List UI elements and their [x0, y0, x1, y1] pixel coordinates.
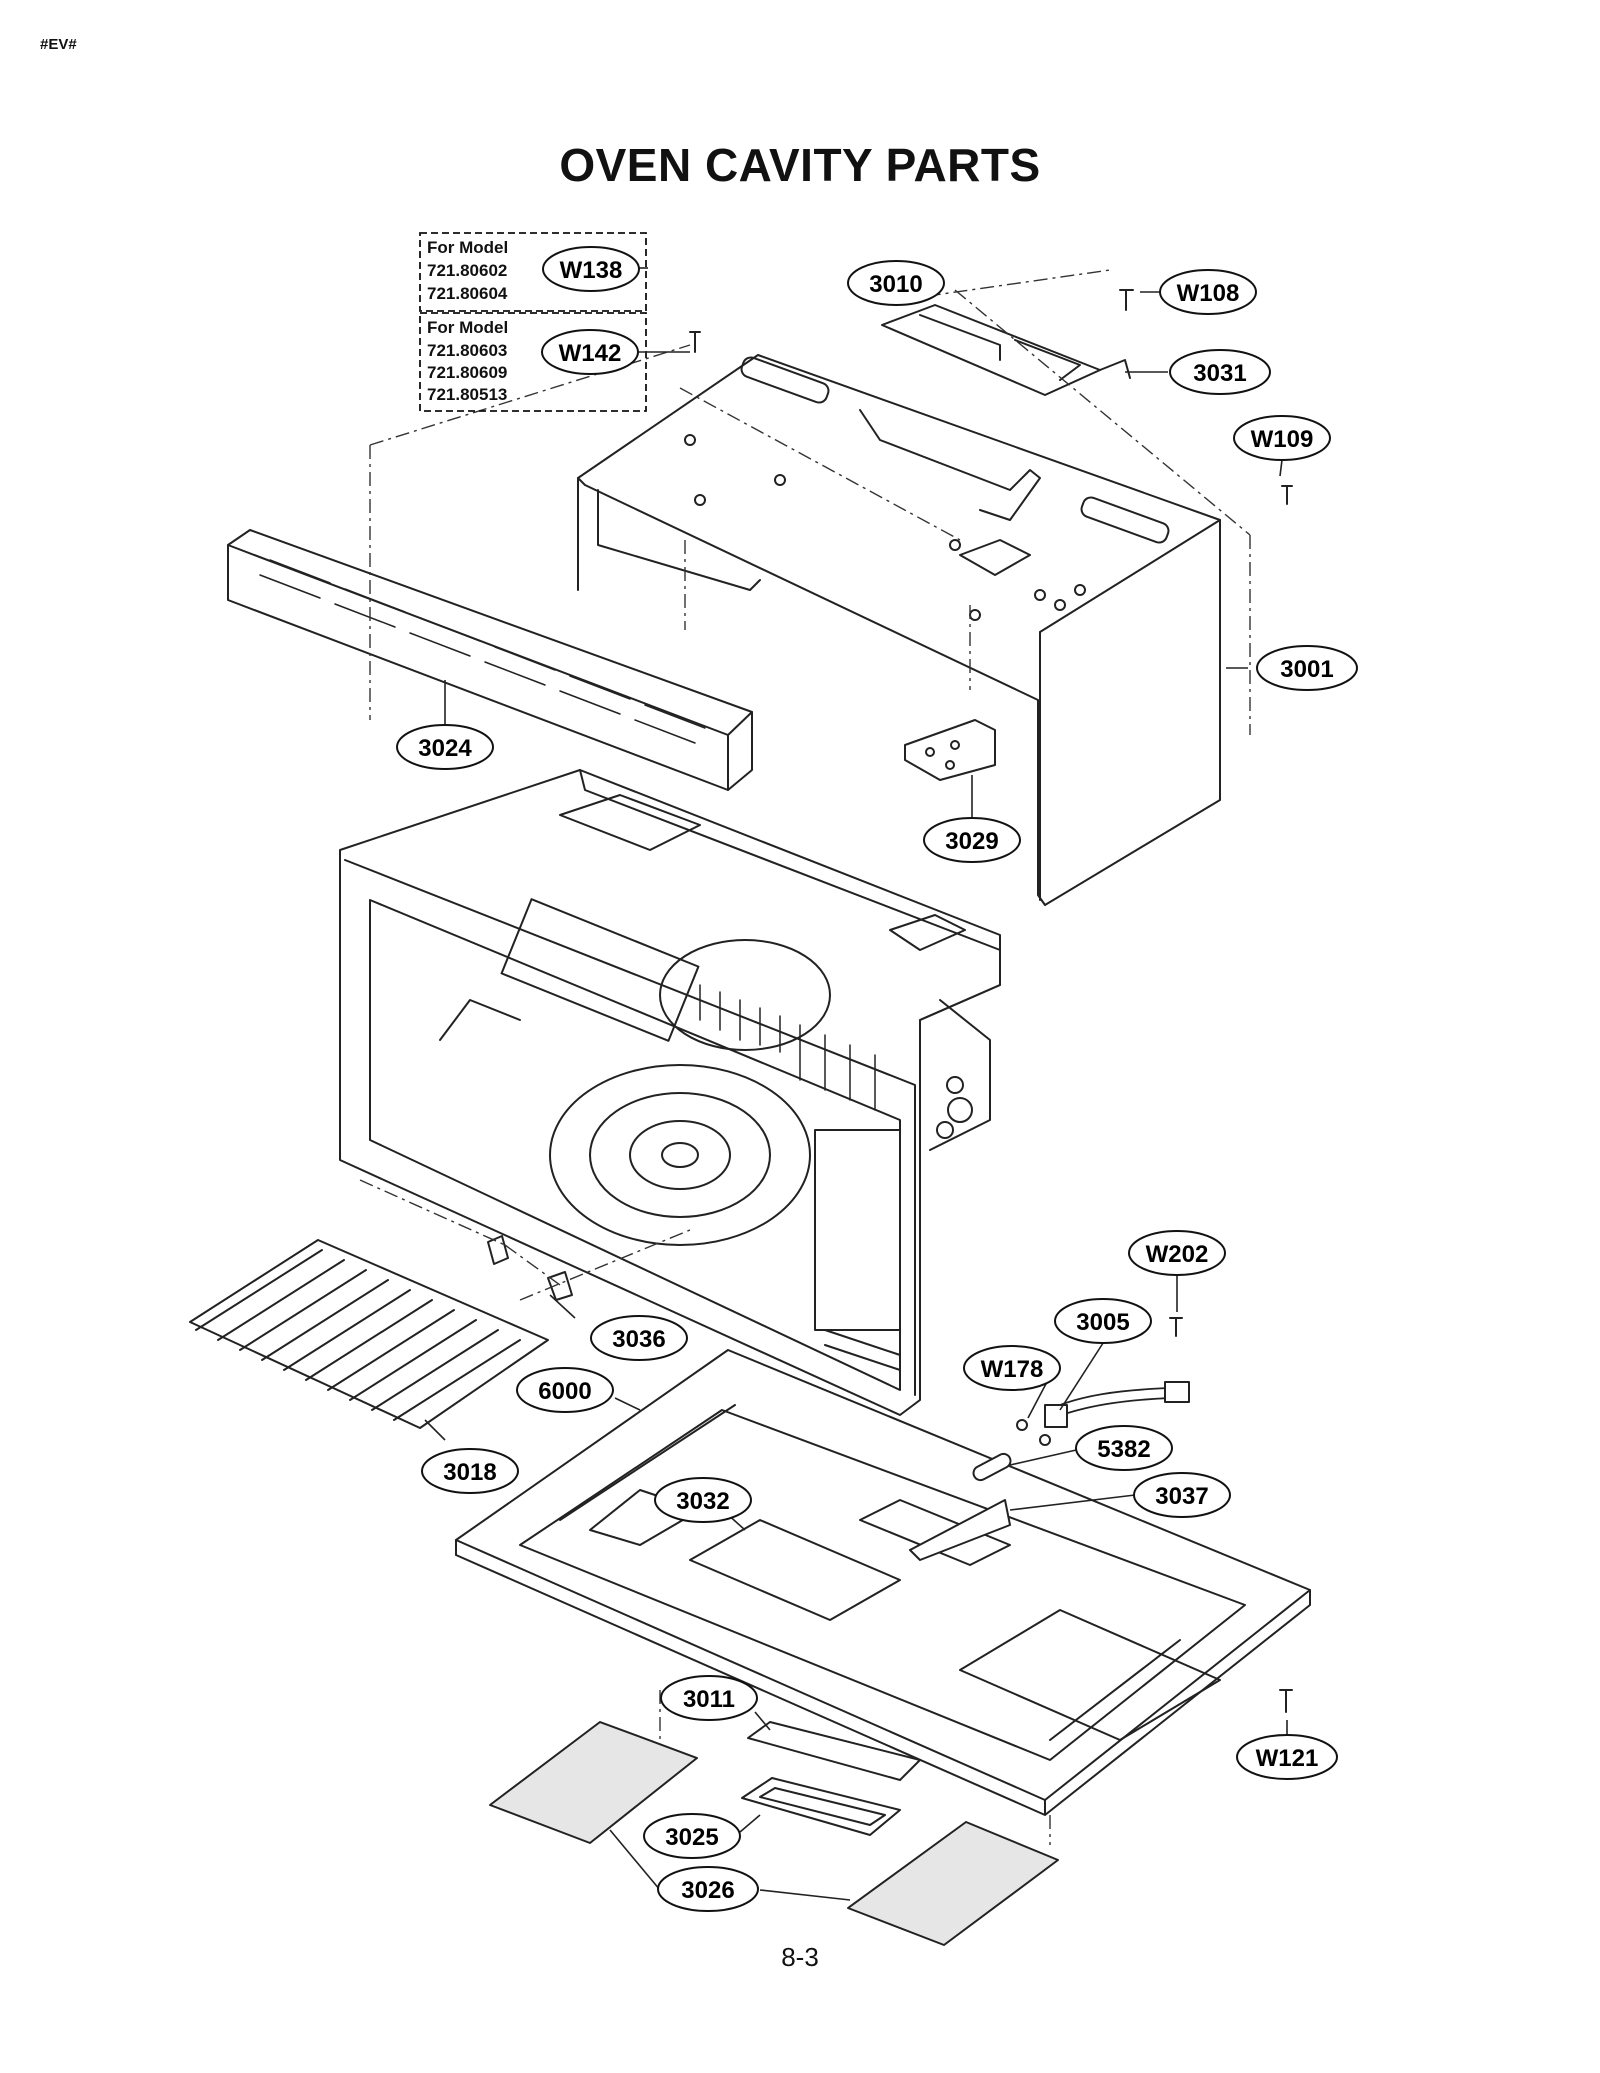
callout-5382: 5382: [1075, 1425, 1173, 1471]
callout-3029: 3029: [923, 817, 1021, 863]
callout-w121: W121: [1236, 1734, 1338, 1780]
outer-case-drawing: [577, 354, 1221, 906]
callout-3032: 3032: [654, 1477, 752, 1523]
callout-3005: 3005: [1054, 1298, 1152, 1344]
wire-harness-drawing: [1044, 1381, 1190, 1428]
callout-3010: 3010: [847, 260, 945, 306]
svg-text:3026: 3026: [681, 1877, 734, 1904]
svg-text:3036: 3036: [612, 1326, 665, 1353]
callout-6000: 6000: [516, 1367, 614, 1413]
callout-w178: W178: [963, 1345, 1061, 1391]
callout-w202: W202: [1128, 1230, 1226, 1276]
callout-3011: 3011: [660, 1675, 758, 1721]
svg-text:3001: 3001: [1280, 656, 1333, 683]
note-1-heading: For Model: [427, 238, 508, 257]
note-1-model-1: 721.80602: [427, 261, 507, 280]
leader-lines: [424, 267, 1288, 1901]
bracket-3010-drawing: [881, 304, 1131, 396]
vent-grille-drawing: [227, 529, 753, 791]
bracket-3029-drawing: [904, 719, 996, 781]
page-number: 8-3: [781, 1942, 819, 1972]
svg-text:3031: 3031: [1193, 360, 1246, 387]
lamp-assembly-drawing: [909, 1452, 1012, 1561]
callout-3018: 3018: [421, 1448, 519, 1494]
callout-3036: 3036: [590, 1315, 688, 1361]
model-notes: For Model 721.80602 721.80604 For Model …: [419, 232, 647, 412]
svg-text:W142: W142: [559, 340, 622, 367]
svg-text:5382: 5382: [1097, 1436, 1150, 1463]
note-2-model-1: 721.80603: [427, 341, 507, 360]
svg-text:3032: 3032: [676, 1488, 729, 1515]
callout-3025: 3025: [643, 1813, 741, 1859]
light-cover-drawing: [741, 1721, 921, 1836]
callout-w109: W109: [1233, 415, 1331, 461]
svg-text:W202: W202: [1146, 1241, 1209, 1268]
svg-text:3025: 3025: [665, 1824, 718, 1851]
base-plate-drawing: [455, 1349, 1311, 1816]
clip-parts-drawing: [487, 1235, 573, 1301]
svg-text:W121: W121: [1256, 1745, 1319, 1772]
screw-drawings: [689, 289, 1293, 1713]
callout-w108: W108: [1159, 269, 1257, 315]
svg-text:W108: W108: [1177, 280, 1240, 307]
corner-tag: #EV#: [40, 36, 77, 53]
note-2-model-3: 721.80513: [427, 385, 507, 404]
callout-3001: 3001: [1256, 645, 1358, 691]
oven-cavity-drawing: [339, 769, 1001, 1416]
svg-text:W178: W178: [981, 1356, 1044, 1383]
page-title: OVEN CAVITY PARTS: [559, 139, 1041, 191]
svg-text:3005: 3005: [1076, 1309, 1129, 1336]
note-2-model-2: 721.80609: [427, 363, 507, 382]
svg-text:3037: 3037: [1155, 1483, 1208, 1510]
svg-text:3024: 3024: [418, 735, 472, 762]
note-1-model-2: 721.80604: [427, 284, 508, 303]
svg-text:W109: W109: [1251, 426, 1314, 453]
callout-3026: 3026: [657, 1866, 759, 1912]
svg-text:3010: 3010: [869, 271, 922, 298]
callout-3031: 3031: [1169, 349, 1271, 395]
grease-filter-drawing: [489, 1721, 1059, 1946]
callout-3037: 3037: [1133, 1472, 1231, 1518]
callout-3024: 3024: [396, 724, 494, 770]
svg-text:3011: 3011: [683, 1686, 735, 1713]
note-2-heading: For Model: [427, 318, 508, 337]
callout-w138: W138: [542, 246, 640, 292]
callouts: W138 W142 3010 W108 3031 W109 3001 3024: [396, 246, 1358, 1912]
callout-w142: W142: [541, 329, 639, 375]
svg-text:3029: 3029: [945, 828, 998, 855]
svg-text:6000: 6000: [538, 1378, 591, 1405]
svg-text:W138: W138: [560, 257, 623, 284]
svg-text:3018: 3018: [443, 1459, 496, 1486]
rack-drawing: [189, 1239, 549, 1429]
